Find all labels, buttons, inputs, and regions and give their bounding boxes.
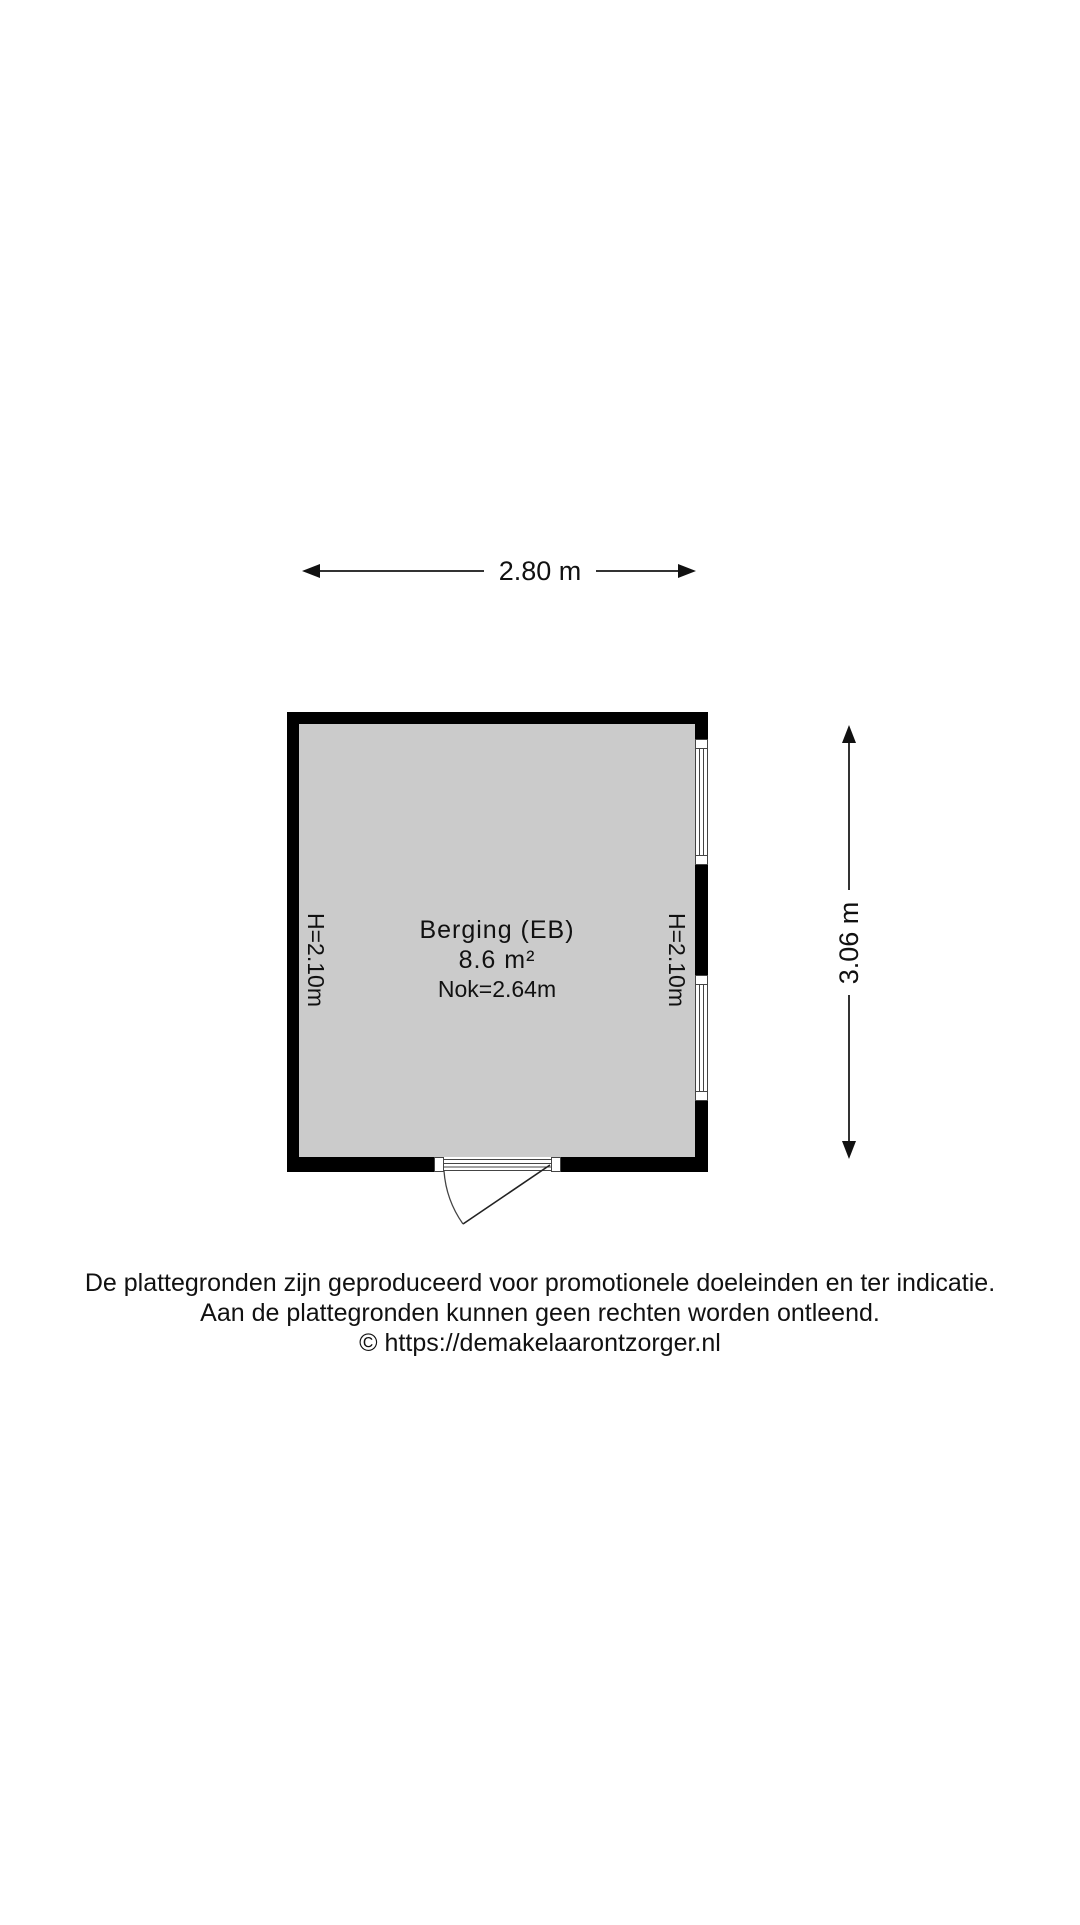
walls — [287, 712, 708, 1172]
width-dimension-label: 2.80 m — [484, 554, 596, 588]
door-swing-arc — [443, 1170, 464, 1225]
wall-height-right: H=2.10m — [664, 913, 690, 1007]
room-area: 8.6 m² — [458, 946, 536, 974]
window-lower — [695, 975, 708, 1101]
depth-dimension-line — [842, 725, 856, 1159]
disclaimer-line-2: Aan de plattegronden kunnen geen rechten… — [200, 1299, 880, 1327]
arrow-up-icon — [842, 725, 856, 743]
disclaimer: De plattegronden zijn geproduceerd voor … — [0, 1268, 1080, 1358]
door-leaf — [462, 1164, 551, 1225]
room-name: Berging (EB) — [419, 916, 575, 944]
arrow-down-icon — [842, 1141, 856, 1159]
disclaimer-line-1: De plattegronden zijn geproduceerd voor … — [84, 1269, 996, 1297]
disclaimer-copyright: © https://demakelaarontzorger.nl — [359, 1329, 721, 1357]
arrow-left-icon — [302, 564, 320, 578]
width-dimension-line — [302, 564, 696, 578]
wall-height-left: H=2.10m — [303, 913, 329, 1007]
arrow-right-icon — [678, 564, 696, 578]
door — [434, 1157, 561, 1225]
window-upper — [695, 739, 708, 865]
room-ridge-height: Nok=2.64m — [437, 976, 557, 1002]
room-floor — [299, 724, 695, 1157]
depth-dimension-label: 3.06 m — [832, 895, 866, 991]
